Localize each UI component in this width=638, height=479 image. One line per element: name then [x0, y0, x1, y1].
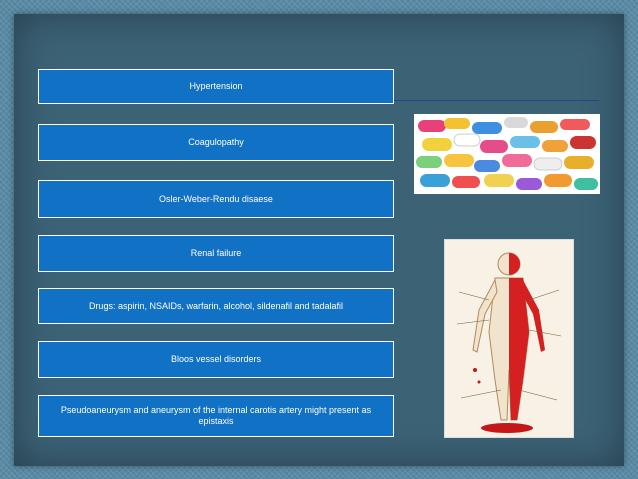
cause-box-aneurysm: Pseudoaneurysm and aneurysm of the inter…	[38, 395, 394, 437]
cause-label: Coagulopathy	[188, 137, 244, 147]
cause-box-osler-weber-rendu: Osler-Weber-Rendu disaese	[38, 180, 394, 218]
circulatory-system-image	[444, 239, 574, 438]
cause-label: Bloos vessel disorders	[170, 354, 262, 364]
divider-line	[394, 100, 599, 101]
cause-box-renal-failure: Renal failure	[38, 235, 394, 272]
cause-box-vessel-disorders: Bloos vessel disorders	[38, 341, 394, 378]
cause-label: Osler-Weber-Rendu disaese	[159, 193, 273, 204]
cause-label: Drugs: aspirin, NSAIDs, warfarin, alcoho…	[88, 300, 344, 311]
cause-label: Renal failure	[190, 248, 242, 258]
cause-box-drugs: Drugs: aspirin, NSAIDs, warfarin, alcoho…	[38, 288, 394, 324]
pills-image	[414, 114, 600, 194]
cause-box-coagulopathy: Coagulopathy	[38, 124, 394, 161]
cause-label: Pseudoaneurysm and aneurysm of the inter…	[60, 405, 372, 426]
cause-label: Hypertension	[189, 81, 243, 91]
cause-box-hypertension: Hypertension	[38, 69, 394, 104]
